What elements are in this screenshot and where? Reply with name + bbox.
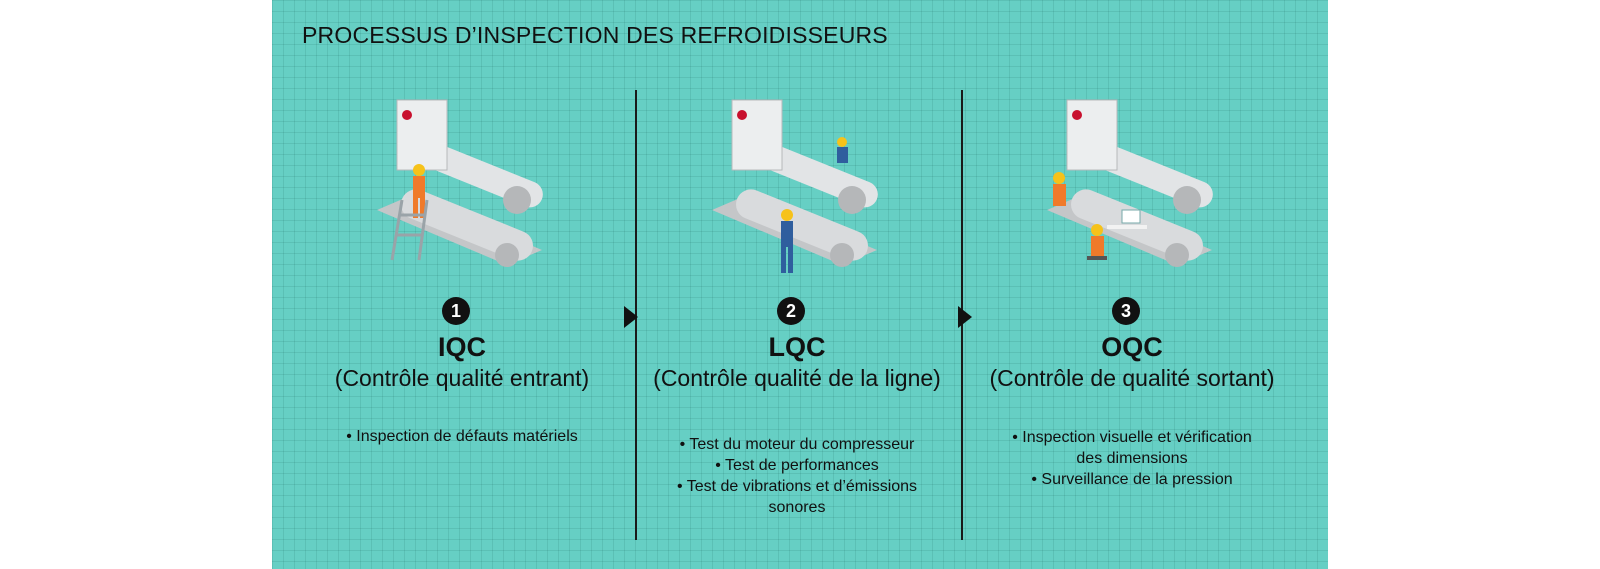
chiller-testing-illustration bbox=[712, 99, 878, 273]
step-bullet-list: • Inspection visuelle et vérification de… bbox=[972, 427, 1292, 490]
step-number-badge: 1 bbox=[442, 297, 470, 325]
list-item: • Test du moteur du compresseur bbox=[679, 436, 915, 453]
step-bullet-list: • Test du moteur du compresseur • Test d… bbox=[637, 434, 957, 518]
chiller-inspection-illustration bbox=[377, 99, 543, 267]
step-bullet-list: • Inspection de défauts matériels bbox=[302, 426, 622, 447]
worker-icon bbox=[1053, 172, 1066, 206]
step-abbreviation: IQC bbox=[437, 332, 486, 362]
list-item: • Test de performances bbox=[715, 457, 879, 474]
step-number-badge: 3 bbox=[1112, 297, 1140, 325]
worker-icon bbox=[413, 164, 425, 218]
step-full-name: (Contrôle qualité de la ligne) bbox=[653, 365, 941, 391]
step-lqc: 2 LQC (Contrôle qualité de la ligne) • T… bbox=[627, 0, 967, 569]
step-abbreviation: OQC bbox=[1101, 332, 1163, 362]
step-abbreviation: LQC bbox=[768, 332, 826, 362]
list-item: • Inspection de défauts matériels bbox=[346, 428, 578, 445]
worker-icon bbox=[781, 209, 793, 273]
step-number-badge: 2 bbox=[777, 297, 805, 325]
arrow-right-icon bbox=[624, 306, 638, 328]
arrow-right-icon bbox=[958, 306, 972, 328]
step-oqc: 3 OQC (Contrôle de qualité sortant) • In… bbox=[962, 0, 1302, 569]
diagram-title: PROCESSUS D’INSPECTION DES REFROIDISSEUR… bbox=[302, 22, 888, 48]
step-full-name: (Contrôle qualité entrant) bbox=[334, 365, 590, 391]
list-item: • Test de vibrations et d’émissions bbox=[676, 478, 918, 495]
chiller-final-check-illustration bbox=[1047, 99, 1213, 267]
step-full-name: (Contrôle de qualité sortant) bbox=[989, 365, 1275, 391]
step-iqc: 1 IQC (Contrôle qualité entrant) • Inspe… bbox=[292, 0, 632, 569]
worker-icon bbox=[1087, 224, 1107, 260]
worker-icon bbox=[837, 137, 848, 163]
list-item: sonores bbox=[768, 499, 826, 516]
list-item: des dimensions bbox=[1076, 450, 1188, 467]
desk-icon bbox=[1107, 209, 1147, 229]
list-item: • Inspection visuelle et vérification bbox=[1012, 429, 1252, 446]
ladder-icon bbox=[390, 199, 429, 261]
list-item: • Surveillance de la pression bbox=[1031, 471, 1233, 488]
diagram-panel: PROCESSUS D’INSPECTION DES REFROIDISSEUR… bbox=[272, 0, 1328, 569]
